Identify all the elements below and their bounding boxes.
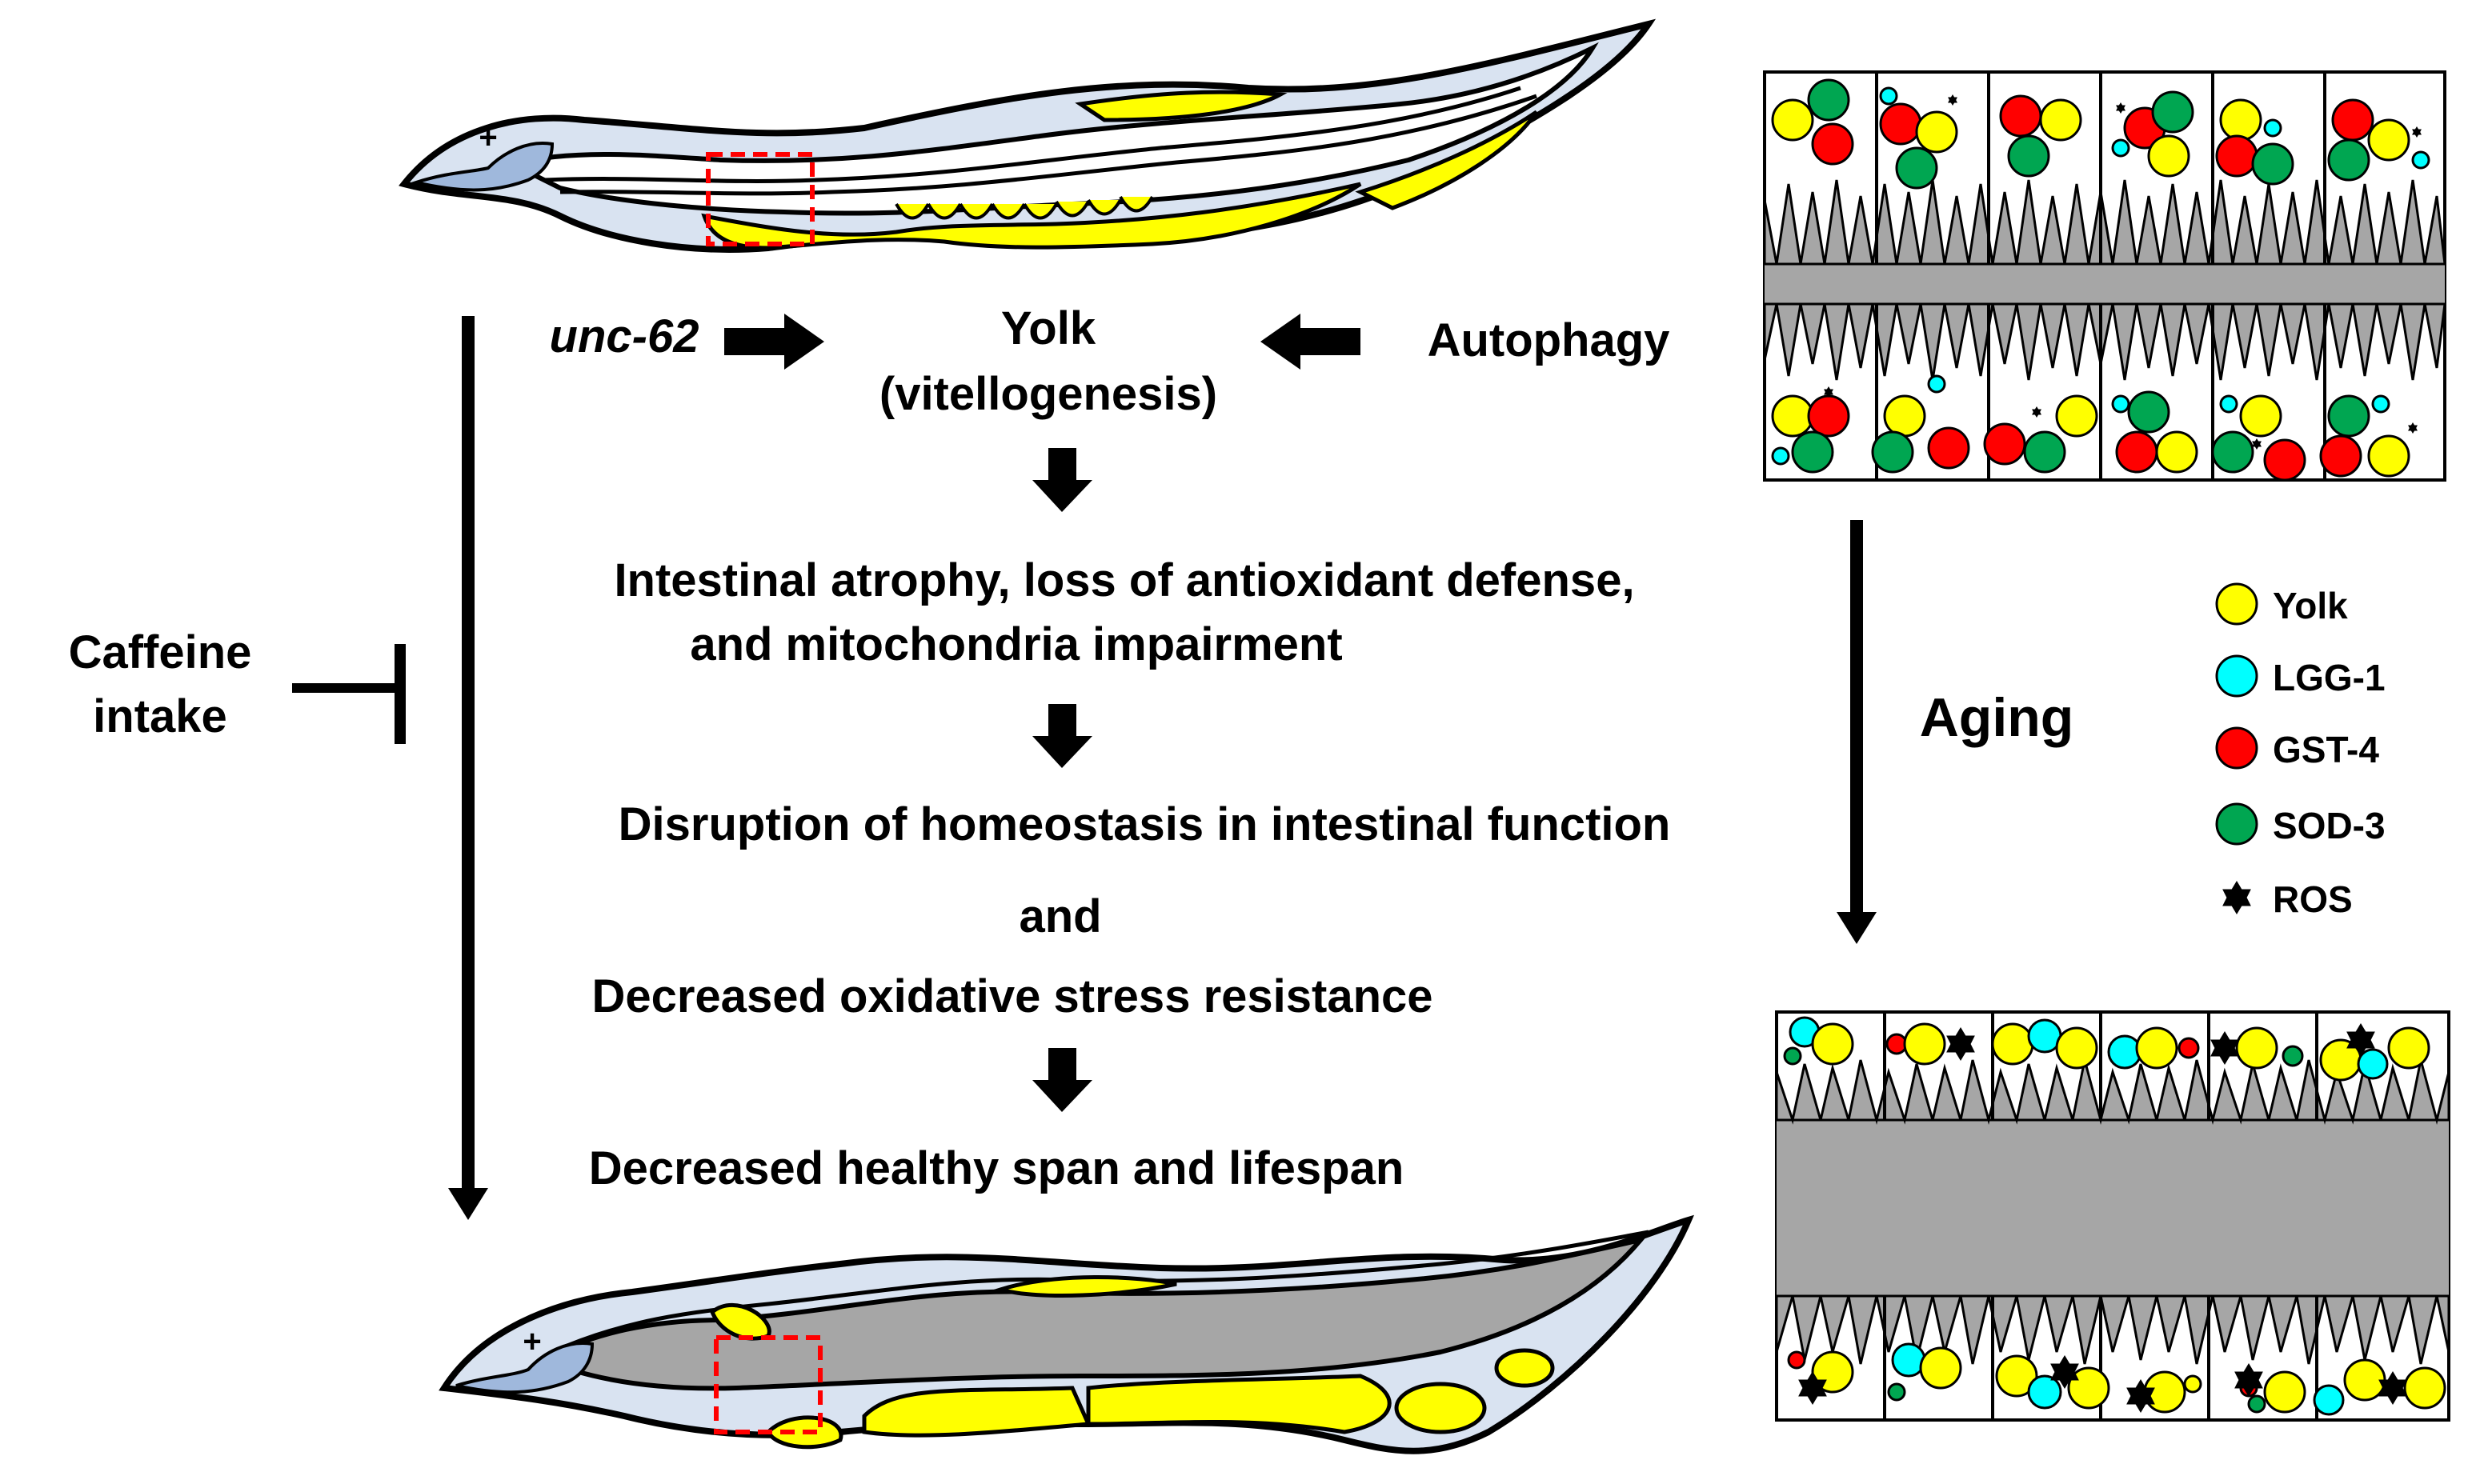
aged-yolk-4 [1086, 1374, 1392, 1434]
caffeine-label-2: intake [93, 690, 227, 742]
step2-line2: Decreased oxidative stress resistance [591, 970, 1432, 1022]
step1-line2: and mitochondria impairment [690, 618, 1342, 670]
vitellogenesis-label: (vitellogenesis) [879, 368, 1217, 420]
legend-item-ros: ROS [2222, 878, 2353, 920]
svg-text:Yolk: Yolk [2273, 585, 2348, 626]
legend-item-gst4: GST-4 [2215, 726, 2379, 770]
legend-item-sod3: SOD-3 [2215, 802, 2386, 846]
step2-line1: Disruption of homeostasis in intestinal … [619, 798, 1671, 850]
svg-text:GST-4: GST-4 [2273, 729, 2379, 770]
legend-item-lgg1: LGG-1 [2215, 654, 2386, 698]
aged-worm-zoom-box [714, 1335, 823, 1434]
young-worm-pharynx [410, 142, 555, 192]
step1-line1: Intestinal atrophy, loss of antioxidant … [614, 554, 1634, 606]
aged-microvilli-top [1775, 1059, 2450, 1125]
unc62-label: unc-62 [550, 310, 699, 362]
young-worm-yolk-lower [701, 182, 1362, 250]
young-worm-zoom-box [706, 152, 815, 246]
young-intestine-panel [1763, 70, 2446, 482]
young-microvilli-top [1763, 179, 2446, 266]
inhibition-bar [292, 644, 406, 744]
autophagy-label: Autophagy [1428, 314, 1670, 366]
young-worm-lumen-line [543, 86, 1521, 183]
pharynx-cross: + [479, 120, 497, 155]
aged-yolk-7 [1494, 1348, 1555, 1388]
aged-yolk-6 [1394, 1382, 1487, 1434]
caffeine-label-1: Caffeine [69, 626, 252, 678]
svg-text:SOD-3: SOD-3 [2273, 805, 2386, 846]
aged-yolk-5 [992, 1275, 1177, 1298]
legend-item-yolk: Yolk [2215, 582, 2348, 626]
legend: Yolk LGG-1 GST-4 SOD-3 ROS [2215, 582, 2386, 920]
yolk-label: Yolk [1001, 302, 1096, 354]
svg-text:ROS: ROS [2273, 878, 2353, 920]
ros-star-icon [2222, 881, 2251, 914]
aging-arrow [1837, 520, 1877, 944]
svg-text:LGG-1: LGG-1 [2273, 657, 2386, 698]
young-worm-yolk-upper [1075, 90, 1288, 122]
young-microvilli-bottom [1763, 302, 2446, 381]
young-worm: + [399, 18, 1657, 253]
step3-label: Decreased healthy span and lifespan [589, 1142, 1404, 1194]
arrow-down-3 [1032, 1048, 1092, 1112]
caffeine-arrow [448, 316, 488, 1220]
aged-microvilli-bottom [1775, 1294, 2450, 1365]
aging-label: Aging [1920, 687, 2074, 748]
step2-and: and [1019, 890, 1101, 942]
aged-worm-pharynx [455, 1342, 595, 1394]
aged-worm: + [439, 1214, 1694, 1454]
arrow-unc62-to-yolk [724, 314, 824, 370]
arrow-down-2 [1032, 704, 1092, 768]
aged-pharynx-cross: + [523, 1324, 541, 1359]
young-worm-eggs [895, 195, 1154, 220]
arrow-down-1 [1032, 448, 1092, 512]
aged-intestine-panel [1775, 1010, 2450, 1422]
arrow-autophagy-to-yolk [1260, 314, 1360, 370]
young-worm-yolk-tail [1355, 110, 1539, 210]
young-worm-gut [505, 42, 1599, 216]
